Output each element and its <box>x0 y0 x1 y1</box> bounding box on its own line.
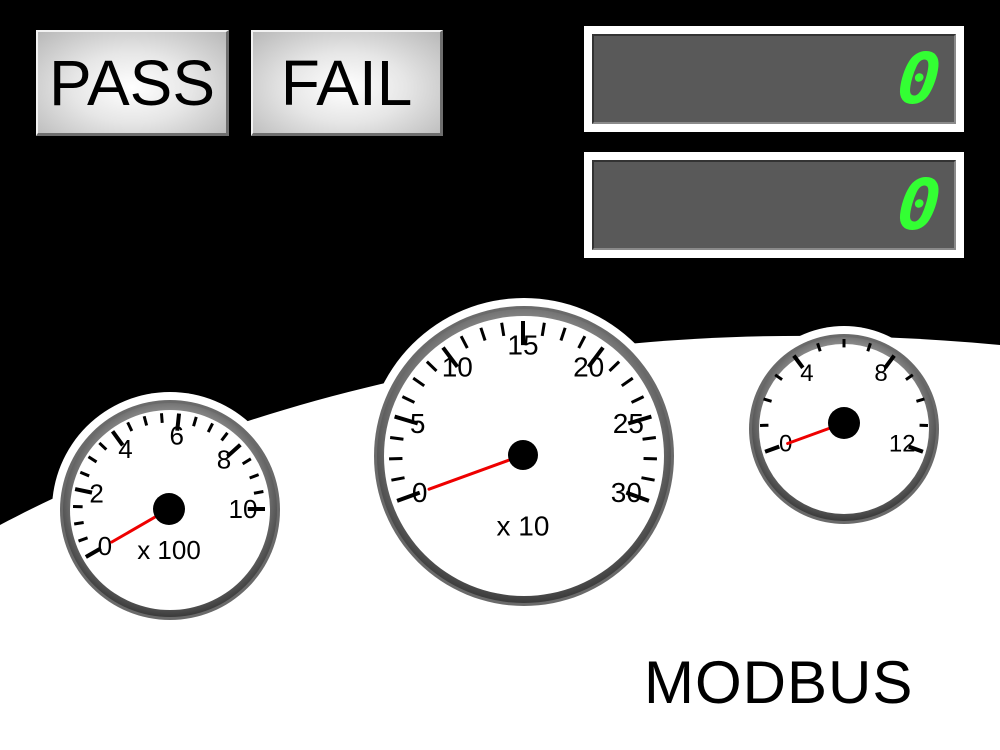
gauge-major-tick <box>226 443 242 458</box>
gauge-tick-label: 5 <box>410 408 426 439</box>
display-value: 0 <box>893 38 945 120</box>
gauge-minor-tick <box>78 536 89 543</box>
gauge-tick-label: 25 <box>613 408 644 439</box>
gauge-multiplier-label: x 10 <box>497 511 550 542</box>
gauge-center: 0 5 10 15 20 25 30 x 10 <box>366 298 682 614</box>
gauge-tick-label: 6 <box>170 420 184 450</box>
gauge-major-tick <box>883 354 896 369</box>
gauge-minor-tick <box>159 413 164 423</box>
gauge-major-tick <box>396 490 421 503</box>
gauge-minor-tick <box>401 395 416 404</box>
display-value: 0 <box>893 164 945 246</box>
gauge-minor-tick <box>389 436 404 441</box>
gauge-minor-tick <box>763 397 773 403</box>
modbus-label: MODBUS <box>644 649 914 716</box>
gauge-minor-tick <box>540 322 546 337</box>
gauge-tick-label: 10 <box>229 494 258 524</box>
gauge-right: 0 4 8 12 <box>741 326 947 532</box>
gauge-tick-label: 15 <box>507 330 538 361</box>
gauge-minor-tick <box>641 476 655 482</box>
gauge-minor-tick <box>816 342 822 352</box>
gauge-minor-tick <box>500 322 506 337</box>
gauge-dial: 0 5 10 15 20 25 30 x 10 <box>366 298 682 614</box>
gauge-tick-label: 2 <box>89 479 103 509</box>
gauge-minor-tick <box>774 373 783 381</box>
gauge-tick-label: 0 <box>412 477 428 508</box>
gauge-dial: 0 24 6 8 10 x 100 <box>52 392 288 628</box>
gauge-minor-tick <box>620 376 634 388</box>
gauge-tick-label: 10 <box>442 351 473 382</box>
gauge-major-tick <box>792 354 805 369</box>
gauge-major-tick <box>908 444 924 454</box>
gauge-minor-tick <box>87 455 98 464</box>
gauge-minor-tick <box>905 373 914 381</box>
gauge-minor-tick <box>391 476 405 482</box>
gauge-major-tick <box>441 346 459 369</box>
gauge-tick-label: 0 <box>98 531 112 561</box>
gauge-minor-tick <box>642 436 657 441</box>
gauge-minor-tick <box>206 422 214 433</box>
gauge-minor-tick <box>559 327 567 341</box>
gauge-hub <box>508 440 538 470</box>
gauge-minor-tick <box>425 360 438 373</box>
gauge-major-tick <box>394 414 419 426</box>
gauge-minor-tick <box>241 457 252 466</box>
gauge-minor-tick <box>630 395 645 404</box>
gauge-minor-tick <box>253 490 264 495</box>
gauge-multiplier-label: x 100 <box>137 535 201 565</box>
gauge-minor-tick <box>142 415 149 426</box>
gauge-minor-tick <box>577 335 587 349</box>
gauge-tick-label: 20 <box>573 351 604 382</box>
gauge-tick-label: 0 <box>779 431 792 458</box>
gauge-major-tick <box>764 444 780 454</box>
gauge-minor-tick <box>479 327 487 341</box>
display-screen: 0 <box>592 160 956 250</box>
gauge-major-tick <box>74 487 93 495</box>
gauge-major-tick <box>110 430 125 447</box>
gauge-tick-label: 8 <box>874 360 887 387</box>
gauge-major-tick <box>175 413 182 431</box>
gauge-minor-tick <box>126 421 134 432</box>
gauge-minor-tick <box>459 335 469 349</box>
gauge-major-tick <box>627 414 652 426</box>
digital-display-top: 0 <box>584 26 964 132</box>
gauge-dial: 0 4 8 12 <box>741 326 947 532</box>
digital-display-bottom: 0 <box>584 152 964 258</box>
gauge-hub <box>153 493 185 525</box>
gauge-minor-tick <box>915 397 925 403</box>
gauge-tick-label: 12 <box>889 431 916 458</box>
gauge-major-tick <box>587 346 605 369</box>
gauge-major-tick <box>84 546 102 559</box>
gauge-tick-label: 4 <box>800 360 813 387</box>
gauge-major-tick <box>625 490 650 503</box>
display-screen: 0 <box>592 34 956 124</box>
gauge-minor-tick <box>79 470 90 478</box>
fail-button[interactable]: FAIL <box>251 30 443 136</box>
gauge-minor-tick <box>412 376 426 388</box>
pass-button[interactable]: PASS <box>36 30 229 136</box>
gauge-minor-tick <box>220 431 229 442</box>
gauge-tick-label: 4 <box>118 434 132 464</box>
gauge-tick-label: 8 <box>217 444 231 474</box>
gauge-minor-tick <box>98 441 108 451</box>
gauge-minor-tick <box>866 342 872 352</box>
gauge-minor-tick <box>73 521 84 526</box>
gauge-hub <box>828 407 860 439</box>
gauge-minor-tick <box>608 360 621 373</box>
gauge-minor-tick <box>249 473 260 480</box>
gauge-needle <box>427 453 525 491</box>
gauge-minor-tick <box>192 416 198 427</box>
gauge-tick-label: 30 <box>611 477 642 508</box>
